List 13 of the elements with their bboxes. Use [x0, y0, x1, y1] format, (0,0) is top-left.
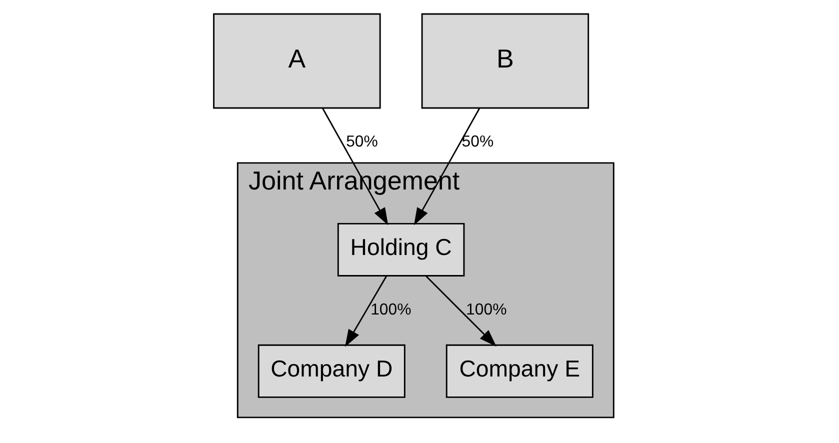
edge-label: 100%	[370, 301, 412, 318]
edge-label: 50%	[346, 134, 378, 151]
edge-label: 50%	[462, 134, 494, 151]
arrow	[345, 276, 387, 347]
node-box: B	[421, 13, 590, 109]
node-box: A	[213, 13, 381, 109]
node-box: Company E	[446, 344, 594, 398]
arrow	[322, 108, 388, 226]
arrow	[426, 276, 496, 347]
edge-label: 100%	[466, 301, 507, 318]
node-box: Holding C	[337, 222, 465, 276]
arrow	[414, 108, 480, 226]
node-box: Company D	[258, 344, 406, 398]
